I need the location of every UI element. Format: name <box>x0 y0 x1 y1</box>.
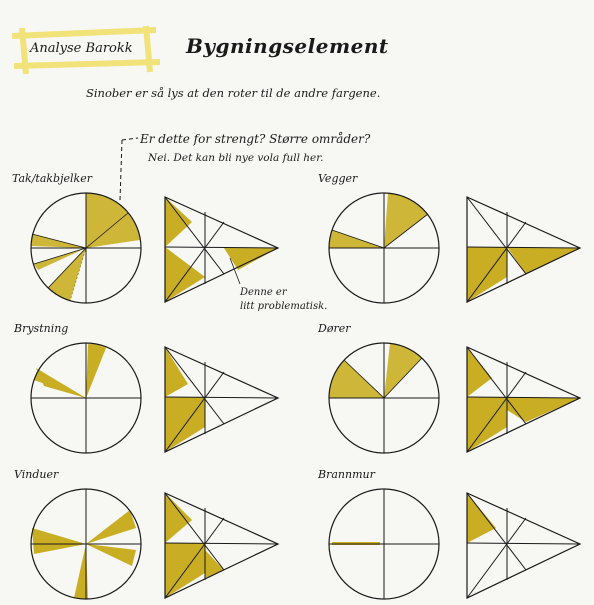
circle-diagram-vegger <box>328 192 440 304</box>
label-brannmur: Brannmur <box>318 468 375 481</box>
triangle-diagram-brannmur <box>466 492 582 599</box>
page-title: Bygningselement <box>186 34 389 58</box>
label-dorer: Dører <box>318 322 351 335</box>
note-line-2: Nei. Det kan bli nye vola full her. <box>148 152 324 164</box>
annotation-line-1: Denne er <box>240 287 287 298</box>
page-subtitle: Sinober er så lys at den roter til de an… <box>86 86 381 100</box>
circle-diagram-vinduer <box>30 488 142 600</box>
note-line-1: Er dette for strengt? Større områder? <box>140 132 371 146</box>
triangle-diagram-vegger <box>466 196 582 303</box>
triangle-diagram-tak <box>164 196 280 303</box>
label-brystning: Brystning <box>14 322 69 335</box>
circle-diagram-brystning <box>30 342 142 454</box>
circle-diagram-tak <box>30 192 142 304</box>
tag-label: Analyse Barokk <box>30 41 133 56</box>
circle-diagram-brannmur <box>328 488 440 600</box>
label-tak: Tak/takbjelker <box>12 172 92 185</box>
label-vinduer: Vinduer <box>14 468 59 481</box>
label-vegger: Vegger <box>318 172 358 185</box>
triangle-diagram-vinduer <box>164 492 280 599</box>
triangle-diagram-dorer <box>466 346 582 453</box>
sector-fill <box>86 193 128 248</box>
circle-diagram-dorer <box>328 342 440 454</box>
annotation-line-2: litt problematisk. <box>240 301 328 312</box>
triangle-diagram-brystning <box>164 346 280 453</box>
